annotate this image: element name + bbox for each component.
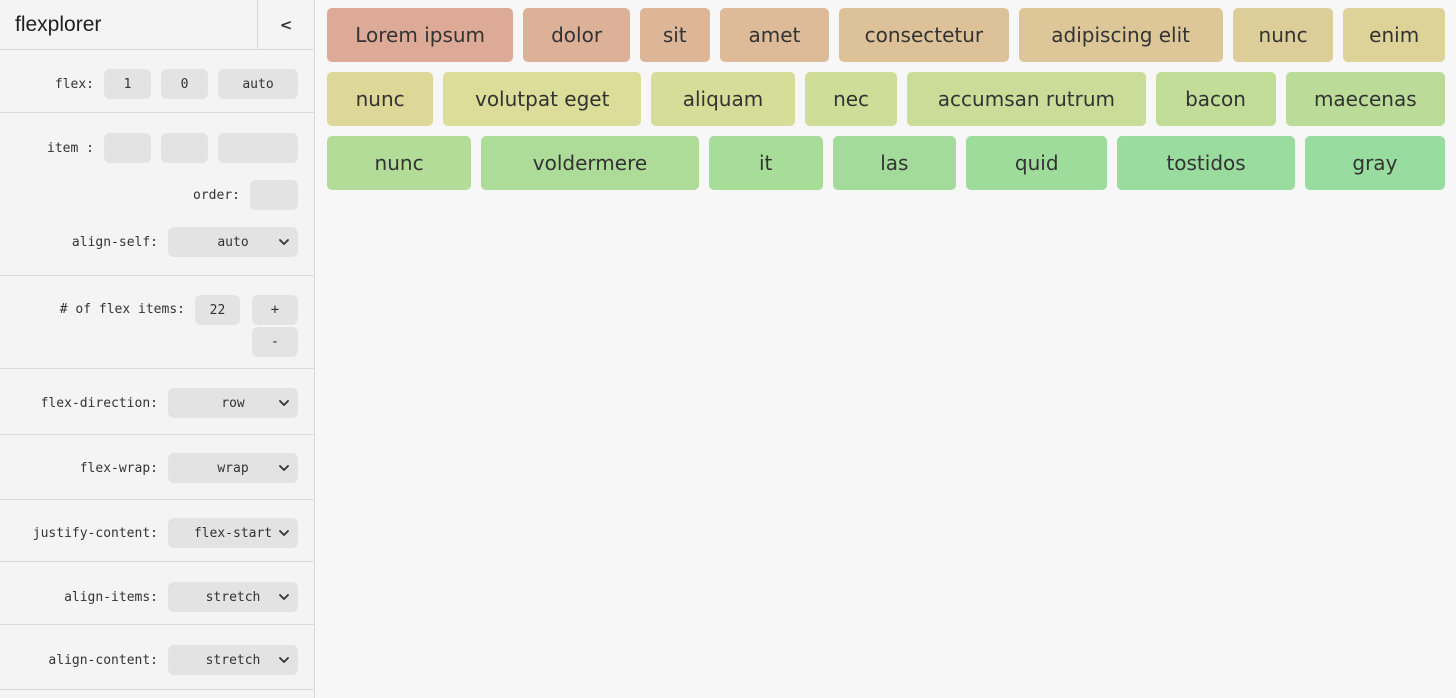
justify-content-label: justify-content: bbox=[32, 525, 158, 541]
flex-item: sit bbox=[639, 8, 710, 62]
flex-wrap-select[interactable]: wrap bbox=[168, 453, 298, 483]
align-content-select[interactable]: stretch bbox=[168, 645, 298, 675]
section-flex-wrap: flex-wrap: wrap bbox=[0, 435, 314, 500]
item-flex-shrink-input[interactable] bbox=[161, 133, 208, 163]
chevron-down-icon bbox=[279, 657, 289, 663]
chevron-down-icon bbox=[279, 239, 289, 245]
flex-item: it bbox=[708, 136, 823, 190]
chevron-left-icon: < bbox=[279, 15, 293, 34]
chevron-down-icon bbox=[279, 400, 289, 406]
section-item: item : order: align-self: auto bbox=[0, 113, 314, 276]
flex-direction-label: flex-direction: bbox=[40, 395, 158, 411]
flex-item: voldermere bbox=[481, 136, 699, 190]
flex-grow-input[interactable] bbox=[104, 69, 151, 99]
sidebar-header: flexplorer < bbox=[0, 0, 314, 50]
flex-item: dolor bbox=[523, 8, 630, 62]
decrement-button[interactable]: - bbox=[252, 327, 298, 357]
flex-wrap-label: flex-wrap: bbox=[79, 460, 158, 476]
align-self-label: align-self: bbox=[71, 234, 158, 250]
order-input[interactable] bbox=[250, 180, 298, 210]
flex-item: maecenas bbox=[1285, 72, 1446, 126]
item-count-input[interactable] bbox=[195, 295, 240, 325]
section-align-items: align-items: stretch bbox=[0, 562, 314, 625]
align-items-select[interactable]: stretch bbox=[168, 582, 298, 612]
flex-item: accumsan rutrum bbox=[907, 72, 1146, 126]
item-flex-basis-input[interactable] bbox=[218, 133, 298, 163]
justify-content-value: flex-start bbox=[193, 525, 273, 541]
section-align-content: align-content: stretch bbox=[0, 625, 314, 690]
flex-direction-value: row bbox=[221, 395, 245, 411]
flex-basis-input[interactable] bbox=[218, 69, 298, 99]
flex-item: adipiscing elit bbox=[1018, 8, 1223, 62]
flex-item: aliquam bbox=[651, 72, 795, 126]
flex-item: volutpat eget bbox=[443, 72, 642, 126]
flex-item: enim bbox=[1343, 8, 1445, 62]
flex-item: tostidos bbox=[1117, 136, 1295, 190]
flex-item: nunc bbox=[327, 136, 472, 190]
align-content-label: align-content: bbox=[48, 652, 158, 668]
flex-item: Lorem ipsum bbox=[327, 8, 514, 62]
justify-content-select[interactable]: flex-start bbox=[168, 518, 298, 548]
item-flex-grow-input[interactable] bbox=[104, 133, 151, 163]
flex-direction-select[interactable]: row bbox=[168, 388, 298, 418]
align-items-label: align-items: bbox=[64, 589, 158, 605]
sidebar: flexplorer < flex: item : order: align-s… bbox=[0, 0, 315, 698]
order-label: order: bbox=[193, 187, 240, 203]
chevron-down-icon bbox=[279, 465, 289, 471]
align-self-value: auto bbox=[217, 234, 249, 250]
chevron-down-icon bbox=[279, 594, 289, 600]
flex-item: bacon bbox=[1155, 72, 1276, 126]
app-title: flexplorer bbox=[15, 12, 102, 36]
item-count-label: # of flex items: bbox=[59, 302, 185, 317]
flex-item: nunc bbox=[1232, 8, 1334, 62]
section-item-count: # of flex items: + - bbox=[0, 276, 314, 369]
flex-wrap-value: wrap bbox=[217, 460, 249, 476]
chevron-down-icon bbox=[279, 530, 289, 536]
section-flex-direction: flex-direction: row bbox=[0, 369, 314, 435]
flex-shrink-input[interactable] bbox=[161, 69, 208, 99]
flex-item: nec bbox=[804, 72, 898, 126]
increment-button[interactable]: + bbox=[252, 295, 298, 325]
align-self-select[interactable]: auto bbox=[168, 227, 298, 257]
item-label: item : bbox=[47, 140, 94, 156]
flex-item: consectetur bbox=[839, 8, 1009, 62]
section-flex: flex: bbox=[0, 50, 314, 113]
align-items-value: stretch bbox=[205, 589, 261, 605]
section-justify-content: justify-content: flex-start bbox=[0, 500, 314, 562]
flex-item: las bbox=[832, 136, 957, 190]
flex-item: nunc bbox=[327, 72, 434, 126]
flex-item: quid bbox=[966, 136, 1108, 190]
align-content-value: stretch bbox=[205, 652, 261, 668]
flex-item: amet bbox=[719, 8, 830, 62]
sidebar-collapse-button[interactable]: < bbox=[257, 0, 314, 49]
flex-item: gray bbox=[1304, 136, 1446, 190]
item-count-steppers: + - bbox=[252, 295, 298, 357]
flex-label: flex: bbox=[54, 76, 94, 92]
